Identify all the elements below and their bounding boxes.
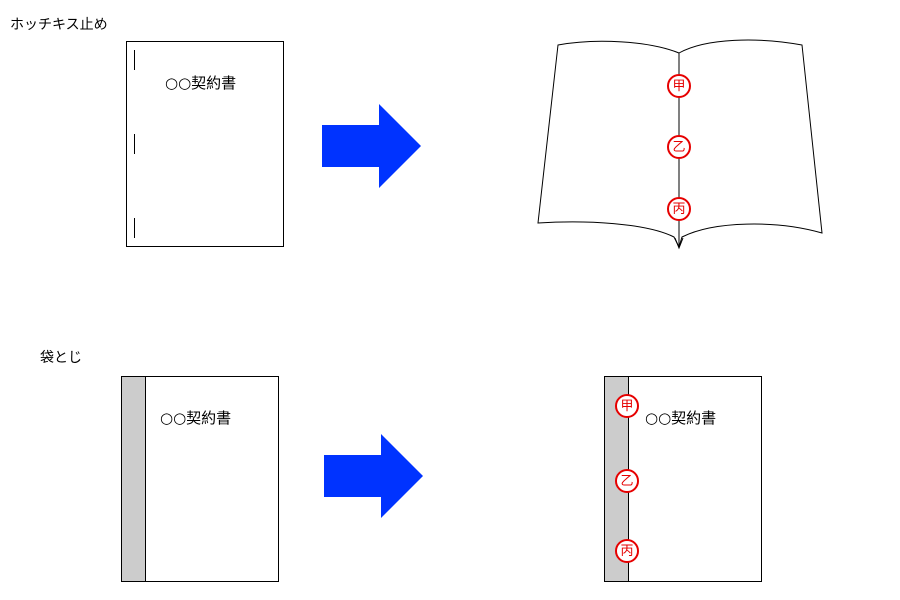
binding-strip — [122, 377, 146, 581]
stapled-document: ○○契約書 — [126, 41, 284, 247]
staple-mark-bottom — [134, 218, 135, 238]
seal-first-stamp: 甲 — [667, 74, 691, 98]
seal-first-stamp: 甲 — [615, 394, 639, 418]
stapled-document-title: ○○契約書 — [165, 74, 237, 92]
staple-mark-top — [134, 50, 135, 70]
bag-binding-document: ○○契約書 — [121, 376, 279, 582]
open-booklet-illustration — [537, 39, 823, 250]
seal-second-stamp: 乙 — [615, 469, 639, 493]
bag-binding-document-title: ○○契約書 — [160, 409, 232, 427]
seal-third-stamp: 丙 — [667, 197, 691, 221]
bag-binding-result-title: ○○契約書 — [645, 409, 717, 427]
arrow-right-icon — [322, 104, 421, 188]
stapled-section-label: ホッチキス止め — [10, 17, 108, 33]
seal-third-stamp: 丙 — [615, 539, 639, 563]
arrow-right-icon — [324, 434, 423, 518]
bag-binding-section-label: 袋とじ — [40, 350, 82, 366]
staple-mark-middle — [134, 134, 135, 154]
seal-second-stamp: 乙 — [667, 135, 691, 159]
